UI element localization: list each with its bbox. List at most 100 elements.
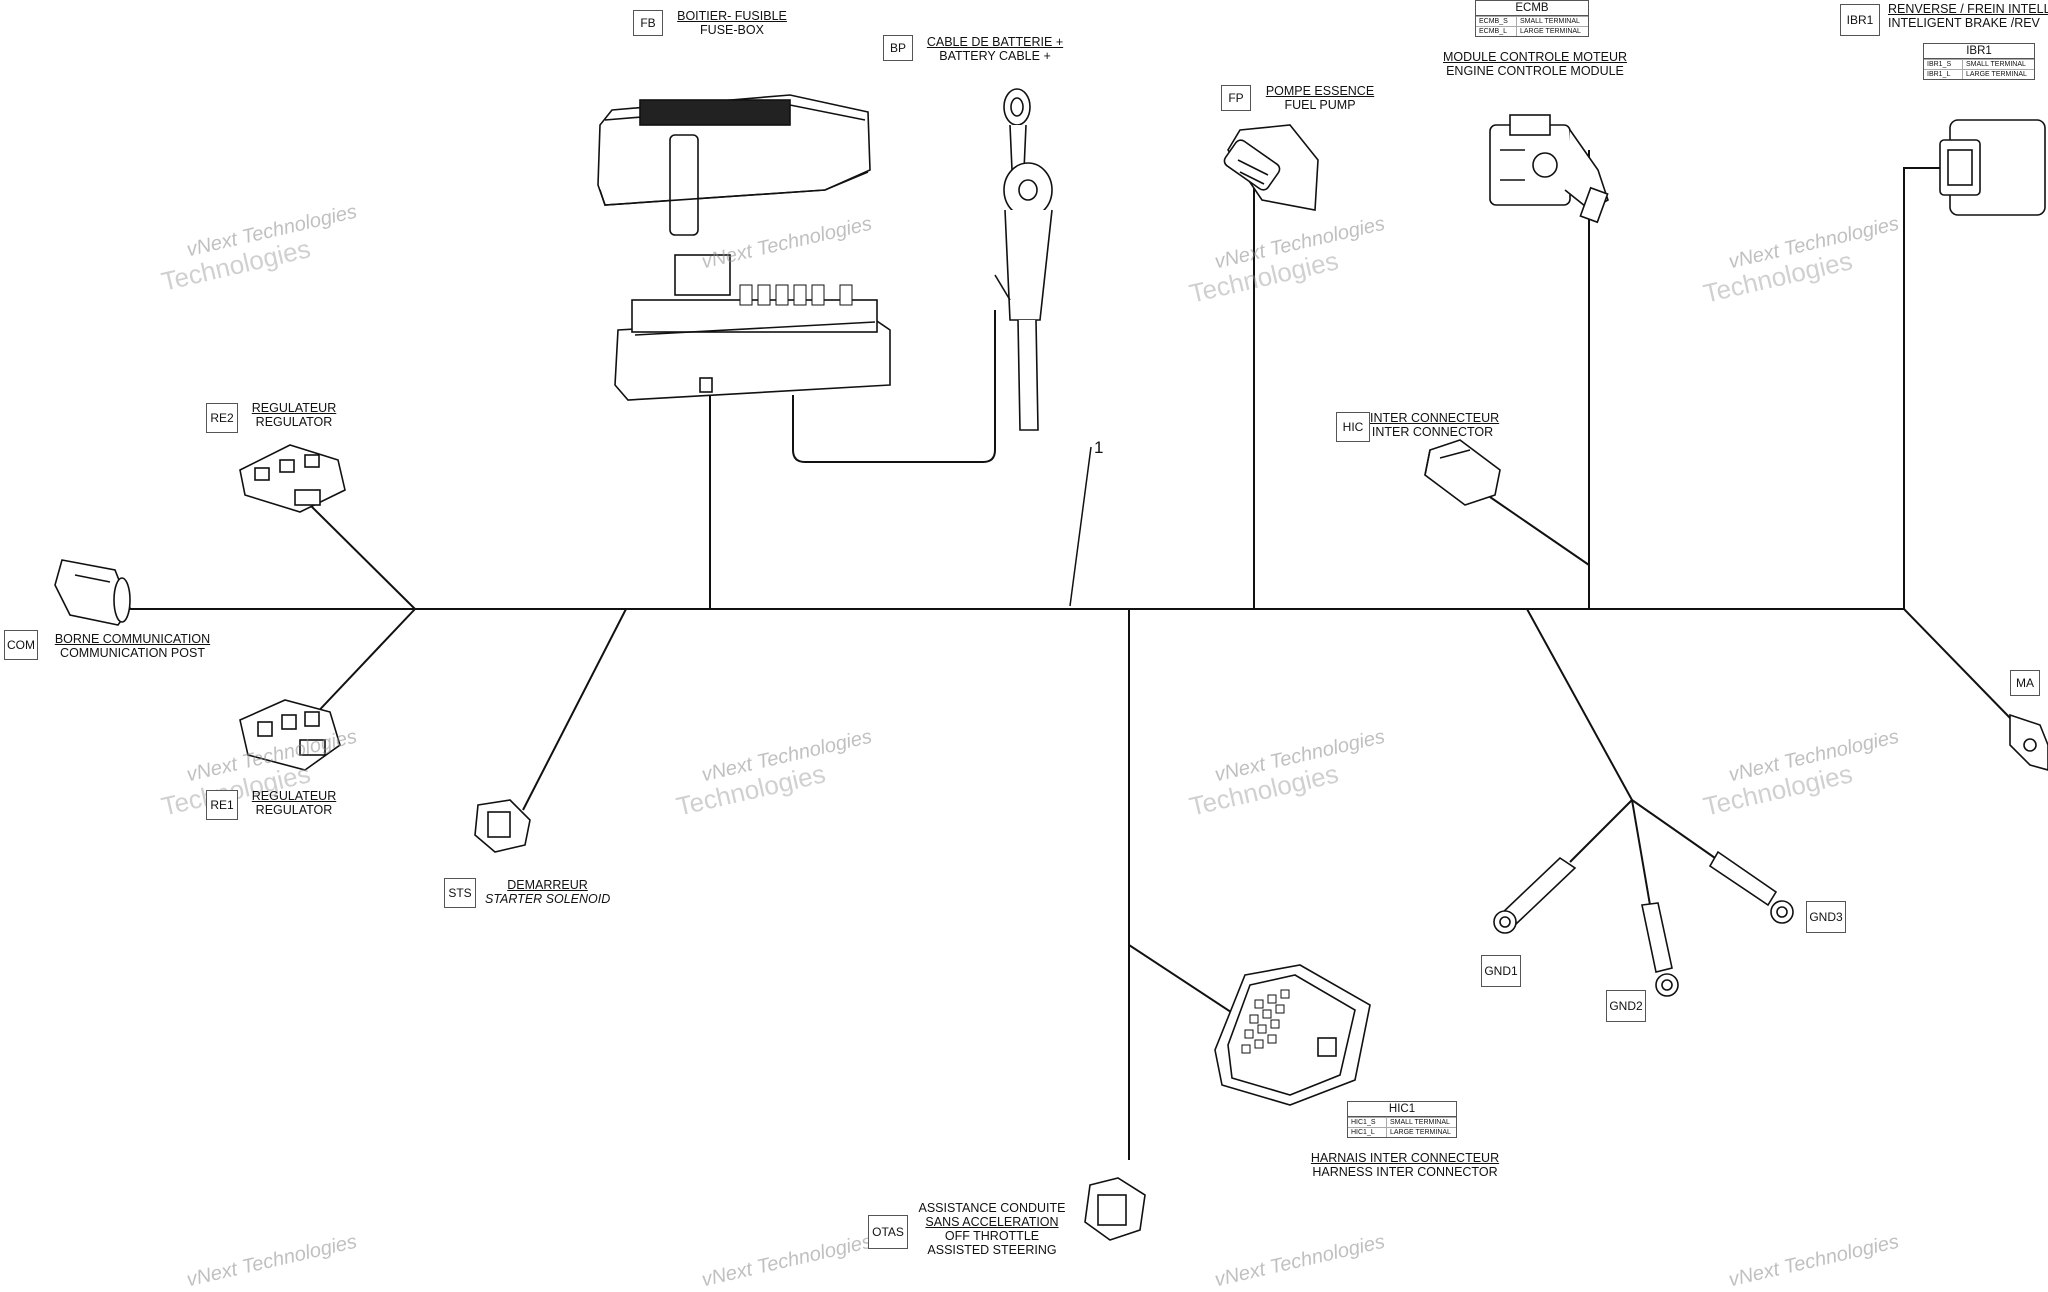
label-en: REGULATOR — [255, 415, 333, 429]
re2-connector-drawing — [239, 444, 346, 513]
label-fr: BOITIER- FUSIBLE — [677, 9, 787, 23]
wire-hic1 — [1128, 944, 1241, 1019]
connector-code-ma: MA — [2010, 670, 2040, 696]
label-hic: INTER CONNECTEUR INTER CONNECTOR — [1370, 411, 1500, 439]
ibr1-connector-drawing — [1939, 119, 2046, 216]
label-ecmb: MODULE CONTROLE MOTEUR ENGINE CONTROLE M… — [1440, 50, 1630, 78]
wire-re2 — [307, 502, 416, 610]
sts-connector-drawing — [474, 799, 531, 853]
fuse-box-drawing — [597, 94, 891, 401]
table-cell: HIC1_L — [1348, 1128, 1387, 1137]
hic1-connector-drawing — [1214, 964, 1371, 1106]
wire-ma — [1903, 608, 2013, 721]
ecm-connector-drawing — [1489, 114, 1609, 224]
ground-terminals-drawing — [1493, 850, 1794, 997]
label-hic1: HARNAIS INTER CONNECTEUR HARNESS INTER C… — [1310, 1151, 1500, 1179]
connector-code-re1: RE1 — [206, 790, 238, 820]
com-connector-drawing — [54, 559, 131, 626]
table-cell: HIC1_S — [1348, 1118, 1387, 1127]
label-fr: BORNE COMMUNICATION — [54, 632, 211, 646]
label-fr: REGULATEUR — [251, 789, 337, 803]
label-en: INTELIGENT BRAKE /REV — [1888, 16, 2040, 30]
table-cell: LARGE TERMINAL — [1520, 28, 1581, 35]
wire-hic — [1489, 496, 1590, 566]
label-fr: MODULE CONTROLE MOTEUR — [1442, 50, 1628, 64]
connector-code-hic: HIC — [1336, 412, 1370, 442]
connector-code-bp: BP — [883, 35, 913, 61]
label-fr: RENVERSE / FREIN INTELL — [1888, 2, 2048, 16]
label-en: REGULATOR — [255, 803, 333, 817]
wire-sts — [522, 608, 627, 811]
table-header: ECMB — [1476, 1, 1588, 16]
wire-bp — [792, 310, 996, 463]
wire-gnd3 — [1631, 799, 1716, 859]
label-fr: HARNAIS INTER CONNECTEUR — [1310, 1151, 1500, 1165]
connector-code-fb: FB — [633, 10, 663, 36]
label-en: STARTER SOLENOID — [485, 892, 611, 906]
otas-connector-drawing — [1084, 1177, 1146, 1241]
label-en: ENGINE CONTROLE MODULE — [1446, 64, 1624, 78]
label-en: FUEL PUMP — [1284, 98, 1356, 112]
label-en: FUSE-BOX — [700, 23, 764, 37]
wire-gnd1 — [1569, 799, 1633, 863]
label-en: HARNESS INTER CONNECTOR — [1312, 1165, 1498, 1179]
connector-code-fp: FP — [1221, 85, 1251, 111]
label-fr: POMPE ESSENCE — [1265, 84, 1375, 98]
label-en: OFF THROTTLE — [944, 1229, 1040, 1243]
label-fr: ASSISTANCE CONDUITE — [918, 1201, 1066, 1215]
table-header: IBR1 — [1924, 44, 2034, 59]
connector-code-com: COM — [4, 630, 38, 660]
label-en: COMMUNICATION POST — [60, 646, 205, 660]
label-fr: CABLE DE BATTERIE + — [926, 35, 1064, 49]
label-fr: SANS ACCELERATION — [925, 1215, 1059, 1229]
wire-gnd2 — [1631, 799, 1651, 906]
callout-number: 1 — [1094, 438, 1104, 457]
label-fp: POMPE ESSENCE FUEL PUMP — [1260, 84, 1380, 112]
label-com: BORNE COMMUNICATION COMMUNICATION POST — [50, 632, 215, 660]
label-en: BATTERY CABLE + — [939, 49, 1051, 63]
connector-code-re2: RE2 — [206, 403, 238, 433]
table-cell: IBR1_S — [1924, 60, 1963, 69]
connector-code-ibr1: IBR1 — [1840, 4, 1880, 36]
label-fr: REGULATEUR — [251, 401, 337, 415]
harness-wires — [125, 150, 2013, 1160]
connector-code-sts: STS — [444, 878, 476, 908]
label-otas: ASSISTANCE CONDUITE SANS ACCELERATION OF… — [912, 1201, 1072, 1257]
label-fr: INTER CONNECTEUR — [1370, 411, 1500, 425]
table-cell: IBR1_L — [1924, 70, 1963, 79]
fuel-pump-connector-drawing — [1223, 124, 1319, 211]
callout-leader — [1069, 446, 1092, 607]
table-header: HIC1 — [1348, 1102, 1456, 1117]
label-ibr1: RENVERSE / FREIN INTELL INTELIGENT BRAKE… — [1888, 2, 2048, 30]
wire-re1 — [309, 608, 416, 721]
table-cell: SMALL TERMINAL — [1520, 18, 1580, 25]
connector-code-otas: OTAS — [868, 1215, 908, 1249]
label-fr: DEMARREUR — [507, 878, 588, 892]
table-cell: LARGE TERMINAL — [1390, 1129, 1451, 1136]
connector-code-gnd2: GND2 — [1606, 990, 1646, 1022]
table-cell: LARGE TERMINAL — [1966, 71, 2027, 78]
label-re2: REGULATEUR REGULATOR — [244, 401, 344, 429]
label-en: ASSISTED STEERING — [927, 1243, 1057, 1257]
wire-ibr1 — [1903, 167, 1940, 609]
connector-code-gnd3: GND3 — [1806, 901, 1846, 933]
wire-gnd-trunk — [1526, 608, 1633, 801]
label-sts: DEMARREUR STARTER SOLENOID — [485, 878, 610, 906]
label-bp: CABLE DE BATTERIE + BATTERY CABLE + — [920, 35, 1070, 63]
battery-cable-drawing — [994, 88, 1053, 431]
ma-connector-drawing — [2009, 713, 2048, 771]
table-cell: ECMB_L — [1476, 27, 1517, 36]
table-cell: ECMB_S — [1476, 17, 1517, 26]
table-cell: SMALL TERMINAL — [1966, 61, 2026, 68]
re1-connector-drawing — [239, 699, 341, 771]
label-en: INTER CONNECTOR — [1371, 425, 1494, 439]
